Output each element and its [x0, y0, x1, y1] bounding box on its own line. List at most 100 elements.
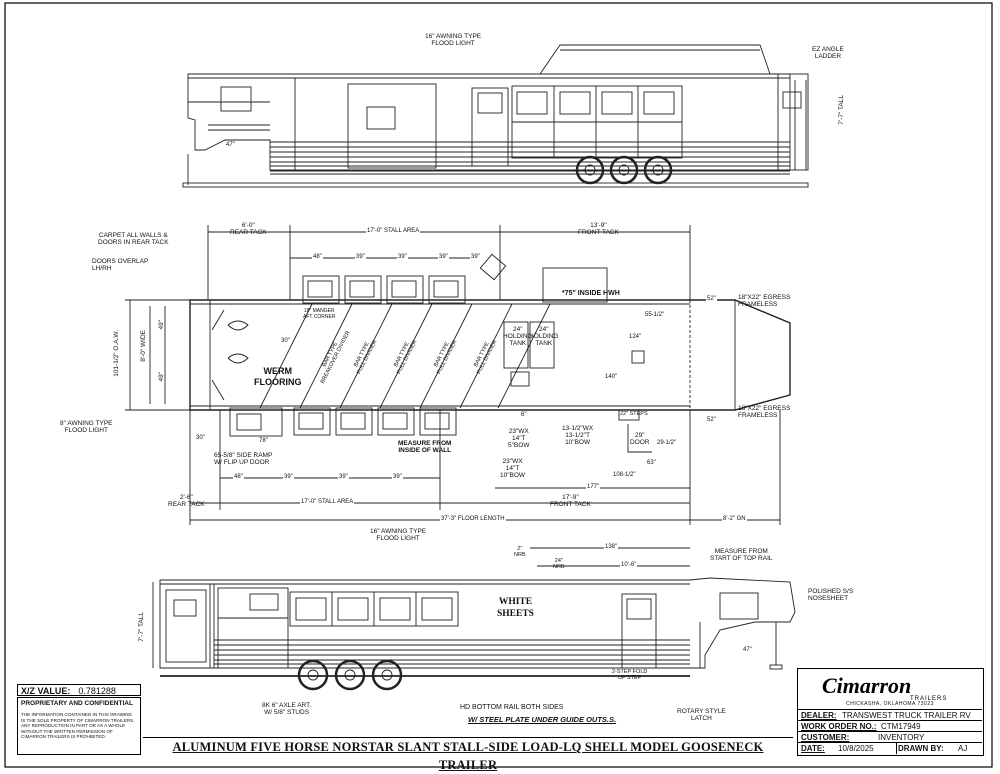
axle-label: 8K 6" AXLE ART. W/ 5/8" STUDS [262, 702, 312, 716]
dealer-value: TRANSWEST TRUCK TRAILER RV [842, 711, 971, 720]
dim-stall-area-bottom: 17'-0" STALL AREA [300, 499, 355, 505]
dim-177: 177" [586, 484, 601, 490]
dim-rear-tack-bottom: 2'-6" REAR TACK [168, 494, 205, 508]
steps-label: 22" STEPS [620, 411, 648, 417]
drawing-border [4, 2, 993, 768]
xz-value: 0.781288 [78, 686, 116, 696]
dim-48-bottom: 48" [233, 474, 244, 480]
measure-wall-label: MEASURE FROM INSIDE OF WALL [398, 440, 452, 454]
side-hitch-dim: 47" [742, 647, 753, 653]
door-overlap-label: DOORS OVERLAP LH/RH [92, 258, 149, 272]
dim-39-bottom-a: 39" [283, 474, 294, 480]
holding-tank-1: 24" HOLDING TANK [503, 326, 533, 347]
logo-graphic: Cimarron TRAILERS [822, 673, 947, 702]
date-row: DATE: 10/8/2025 DRAWN BY: AJ [798, 742, 982, 754]
dim-gn: 8'-2" GN [722, 516, 747, 522]
dim-39-top-b: 39" [397, 254, 408, 260]
logo [798, 669, 982, 700]
dim-rear-tack-top: 6'-0" REAR TACK [230, 222, 267, 236]
side-106-dim: 10'-6" [620, 562, 638, 568]
date-label: DATE: [801, 744, 825, 753]
title-block: CHICKASHA, OKLAHOMA 73023 DEALER: TRANSWE… [797, 668, 984, 756]
dim-misc-1: 52" [706, 296, 717, 302]
logo-text: Cimarron [822, 673, 911, 698]
side-awning-light-label: 16" AWNING TYPE FLOOD LIGHT [370, 528, 427, 542]
drawing-title: ALUMINUM FIVE HORSE NORSTAR SLANT STALL-… [143, 737, 793, 772]
top-hitch-dim: 47" [225, 142, 236, 148]
dim-misc-8: 30" [280, 338, 291, 344]
logo-subtext: TRAILERS [910, 696, 947, 702]
dim-39-bottom-b: 39" [338, 474, 349, 480]
door-29-label: 29" DOOR [630, 432, 650, 446]
top-elevation [182, 44, 809, 188]
window-spec-2: 13-1/2"Wx 13-1/2"T 10"BOW [562, 425, 594, 446]
address: CHICKASHA, OKLAHOMA 73023 [846, 701, 934, 707]
dim-49-b: 49" [158, 372, 165, 382]
xz-value-box: X/Z VALUE: 0.781288 [17, 684, 141, 696]
side-tall-dim: 7'-7" TALL [138, 612, 145, 642]
carpet-label: CARPET ALL WALLS & DOORS IN REAR TACK [98, 232, 169, 246]
egress-bottom-label: 18"X22" EGRESS FRAMELESS [738, 405, 791, 419]
dim-108: 108-1/2" [612, 472, 637, 478]
dim-misc-6: 63" [646, 460, 657, 466]
bottom-rail-label: HD BOTTOM RAIL BOTH SIDES [460, 704, 564, 711]
side-nrb-1: 2" NRB [514, 546, 526, 558]
step-label: 2-STEP FOLD UP STEP [612, 669, 648, 681]
window-spec-3: 23"Wx 14"T 10"BOW [500, 458, 526, 479]
top-awning-light-label: 16" AWNING TYPE FLOOD LIGHT [425, 33, 482, 47]
dim-stall-area-top: 17'-0" STALL AREA [366, 228, 421, 234]
top-tall-dim: 7'-7" TALL [838, 95, 845, 125]
dim-misc-9: 30" [195, 435, 206, 441]
ladder-label: EZ ANGLE LADDER [812, 46, 844, 60]
white-sheets-label: WHITE SHEETS [497, 597, 534, 619]
dealer-label: DEALER: [801, 711, 837, 720]
ramp-78-dim: 78" [258, 438, 269, 444]
dim-misc-5: 52" [706, 417, 717, 423]
work-order-value: CTM17949 [881, 722, 921, 731]
nosesheet-label: POLISHED S/S NOSESHEET [808, 588, 854, 602]
dim-misc-3: 124" [628, 334, 643, 340]
customer-value: INVENTORY [878, 733, 925, 742]
latch-label: ROTARY STYLE LATCH [677, 708, 726, 722]
dealer-row: DEALER: TRANSWEST TRUCK TRAILER RV [798, 709, 982, 721]
proprietary-text: THE INFORMATION CONTAINED IN THIS DRAWIN… [21, 712, 135, 740]
egress-top-label: 18"X22" EGRESS FRAMELESS [738, 294, 791, 308]
side-nrb-2: 24" NRB [553, 558, 565, 570]
work-order-row: WORK ORDER NO.: CTM17949 [798, 720, 982, 732]
side-ramp-label: 65-5/8" SIDE RAMP W/ FLIP UP DOOR [214, 452, 273, 466]
dim-49-a: 49" [158, 320, 165, 330]
drawn-by-label: DRAWN BY: [898, 744, 944, 753]
side-138-dim: 138" [604, 544, 619, 550]
dim-misc-7: 29-1/2" [656, 440, 678, 446]
window-spec-1: 23"Wx 14"T 5"BOW [508, 428, 530, 449]
dim-48-top: 48" [312, 254, 323, 260]
dim-front-tack-top: 13'-9" FRONT TACK [578, 222, 619, 236]
date-separator [896, 743, 897, 754]
xz-label: X/Z VALUE: [21, 686, 71, 696]
dim-39-bottom-c: 39" [392, 474, 403, 480]
measure-rail-label: MEASURE FROM START OF TOP RAIL [710, 548, 773, 562]
proprietary-box: PROPRIETARY AND CONFIDENTIAL THE INFORMA… [17, 697, 141, 755]
flooring-label: WERM FLOORING [254, 366, 302, 387]
dim-misc-4: 140" [604, 374, 619, 380]
drawn-by-value: AJ [958, 744, 968, 753]
manger-label: 18" MANGER AFT CORNER [303, 308, 336, 320]
floor-plan [125, 225, 791, 525]
work-order-label: WORK ORDER NO.: [801, 722, 877, 731]
dim-wide: 8'-0" WIDE [140, 330, 147, 362]
dim-misc-2: 55-1/2" [644, 312, 666, 318]
dim-39-top-d: 39" [470, 254, 481, 260]
awning-light-label: 8" AWNING TYPE FLOOD LIGHT [60, 420, 113, 434]
side-elevation [152, 547, 796, 691]
holding-tank-2: 24" HOLDING TANK [529, 326, 559, 347]
customer-label: CUSTOMER: [801, 733, 850, 742]
dim-39-top-c: 39" [438, 254, 449, 260]
proprietary-heading: PROPRIETARY AND CONFIDENTIAL [21, 700, 133, 707]
dim-oaw: 101-1/2" O.A.W. [113, 330, 120, 377]
date-value: 10/8/2025 [838, 744, 874, 753]
hwh-label: *75" INSIDE HWH [562, 290, 620, 297]
customer-row: CUSTOMER: INVENTORY [798, 731, 982, 743]
dim-front-tack-bottom: 17'-9" FRONT TACK [550, 494, 591, 508]
dim-misc-10: 6" [520, 412, 528, 418]
